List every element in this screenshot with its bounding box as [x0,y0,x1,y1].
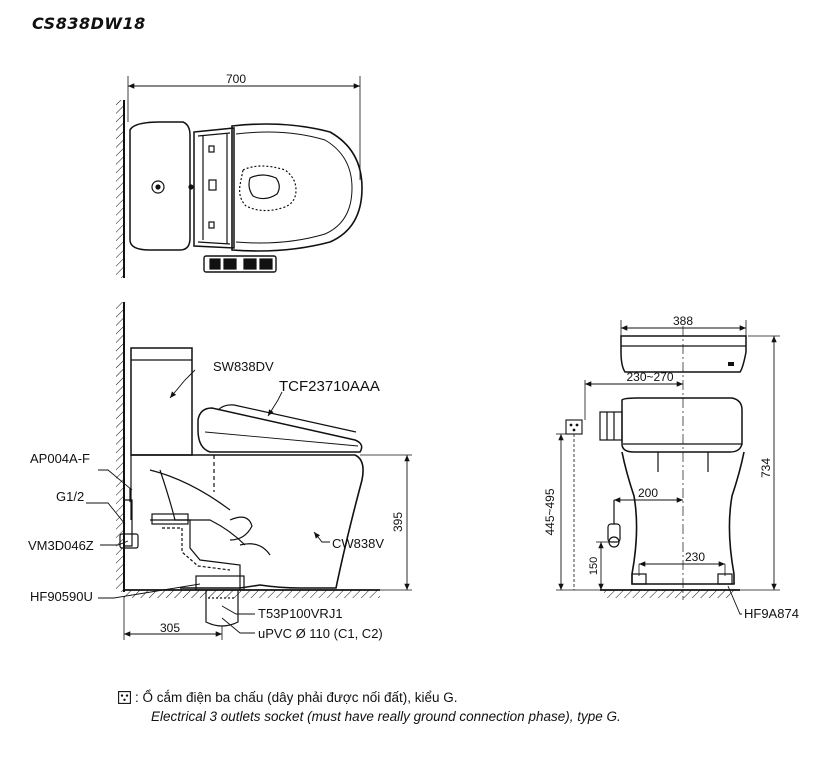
front-view [556,320,780,615]
dim-top-width: 700 [226,72,246,86]
wall-hatch-top [116,100,124,278]
side-view [86,302,412,640]
legend: : Ổ cắm điện ba chấu (dây phải được nối … [118,688,621,726]
floor-hatch-front [604,590,734,598]
dim-range-top: 230~270 [626,370,673,384]
dim-side-height: 395 [391,512,405,532]
wall-hatch-side [116,302,124,592]
dim-front-height: 734 [759,458,773,478]
electrical-socket-icon [118,691,131,704]
label-pipe-adapter: T53P100VRJ1 [258,606,343,621]
label-thread: G1/2 [56,489,84,504]
dim-inlet-offset: 200 [638,486,658,500]
top-view [116,76,363,278]
legend-vietnamese: : Ổ cắm điện ba chấu (dây phải được nối … [135,690,458,705]
label-pipe: uPVC Ø 110 (C1, C2) [258,626,383,641]
dim-inlet-height: 150 [588,557,600,575]
label-valve-a: AP004A-F [30,451,90,466]
legend-english: Electrical 3 outlets socket (must have r… [151,709,621,724]
dim-foot-spacing: 230 [685,550,705,564]
label-valve-b: VM3D046Z [28,538,94,553]
label-tank: SW838DV [213,359,274,374]
label-front-bolt: HF9A874 [744,606,799,621]
label-flange: HF90590U [30,589,93,604]
socket-icon [569,423,579,432]
drawing-title: CS838DW18 [32,14,146,33]
label-seat: TCF23710AAA [279,378,380,395]
dim-side-depth: 305 [160,621,180,635]
floor-hatch-side [124,590,380,598]
dim-range-left: 445~495 [543,488,557,535]
dim-front-width: 388 [673,314,693,328]
label-bowl: CW838V [332,536,384,551]
